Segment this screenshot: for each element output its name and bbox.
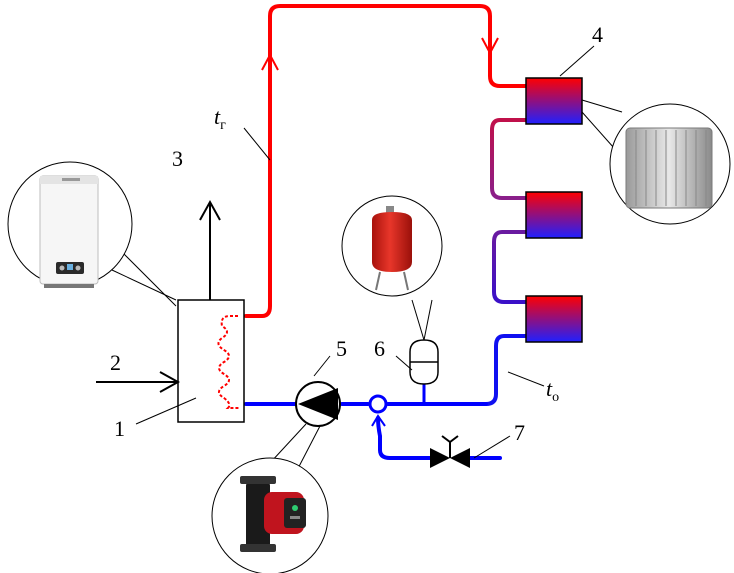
label-radiators: 4 xyxy=(592,22,603,47)
pump-photo-callout xyxy=(211,457,329,573)
label-flue-output: 3 xyxy=(172,146,183,171)
boiler-box xyxy=(177,299,245,423)
tank-photo-callout xyxy=(341,195,443,297)
riser-pipe-2 xyxy=(492,230,526,304)
boiler-heat-coil xyxy=(217,315,240,409)
label-expansion-tank: 6 xyxy=(374,336,385,361)
label-return-temperature: tо xyxy=(546,376,559,405)
junction-tee xyxy=(368,394,388,414)
supply-pipe xyxy=(244,4,528,318)
flue-arrow-icon xyxy=(199,199,221,221)
boiler-photo-callout xyxy=(7,161,133,288)
makeup-arrow-icon xyxy=(371,414,386,427)
radiator-bottom xyxy=(525,295,583,343)
valve-symbol xyxy=(430,435,470,468)
radiator-photo xyxy=(625,127,713,209)
fuel-arrow-icon xyxy=(159,371,181,393)
return-riser-pipe xyxy=(485,334,526,406)
label-supply-temperature: tг xyxy=(214,104,226,133)
supply-up-arrow-icon xyxy=(261,52,279,71)
label-pump: 5 xyxy=(336,336,347,361)
pump-triangle xyxy=(298,388,338,420)
radiator-middle xyxy=(525,191,583,239)
radiator-top xyxy=(525,77,583,125)
label-boiler: 1 xyxy=(114,416,125,441)
supply-down-arrow-icon xyxy=(481,37,499,56)
radiator-photo-callout xyxy=(609,103,731,225)
label-valve: 7 xyxy=(514,420,525,445)
return-pipe xyxy=(244,402,502,460)
riser-pipe-1 xyxy=(490,118,526,200)
label-fuel-input: 2 xyxy=(110,350,121,375)
